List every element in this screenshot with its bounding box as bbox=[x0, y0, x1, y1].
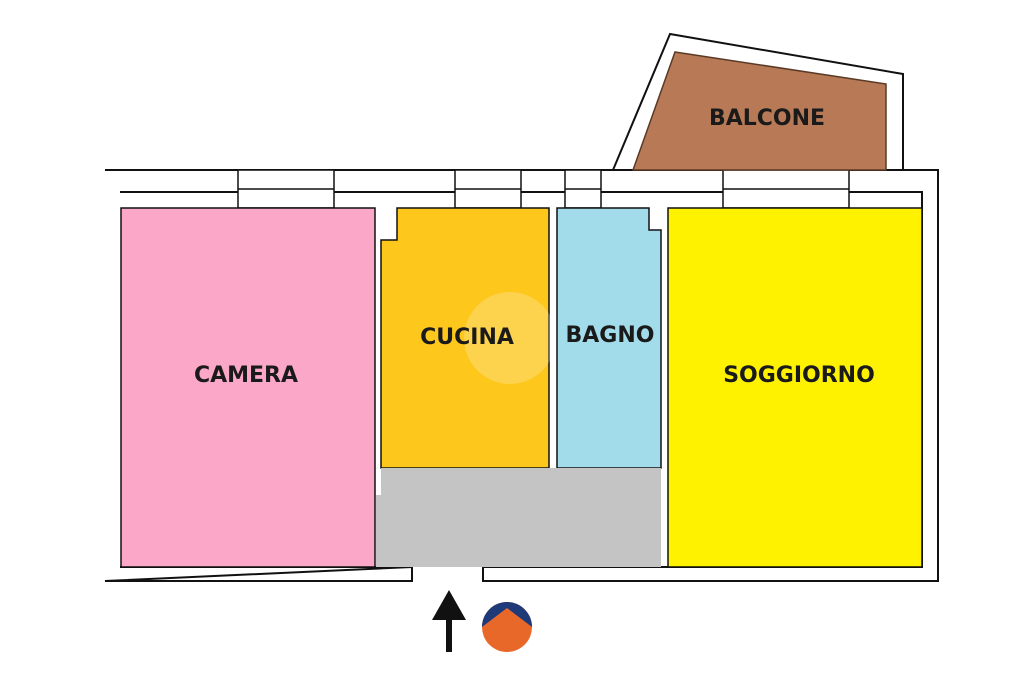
label-soggiorno: SOGGIORNO bbox=[723, 363, 875, 388]
room-soggiorno bbox=[667, 207, 923, 568]
room-balcone bbox=[631, 51, 887, 171]
label-camera: CAMERA bbox=[194, 363, 298, 388]
label-balcone: BALCONE bbox=[709, 106, 825, 131]
watermark-logo bbox=[464, 292, 556, 384]
windows bbox=[237, 169, 850, 209]
room-camera bbox=[120, 207, 376, 568]
house-logo-icon bbox=[482, 602, 532, 652]
up-arrow-icon bbox=[432, 590, 466, 652]
label-bagno: BAGNO bbox=[566, 323, 655, 348]
label-cucina: CUCINA bbox=[420, 325, 514, 350]
room-corridoio bbox=[376, 468, 661, 567]
